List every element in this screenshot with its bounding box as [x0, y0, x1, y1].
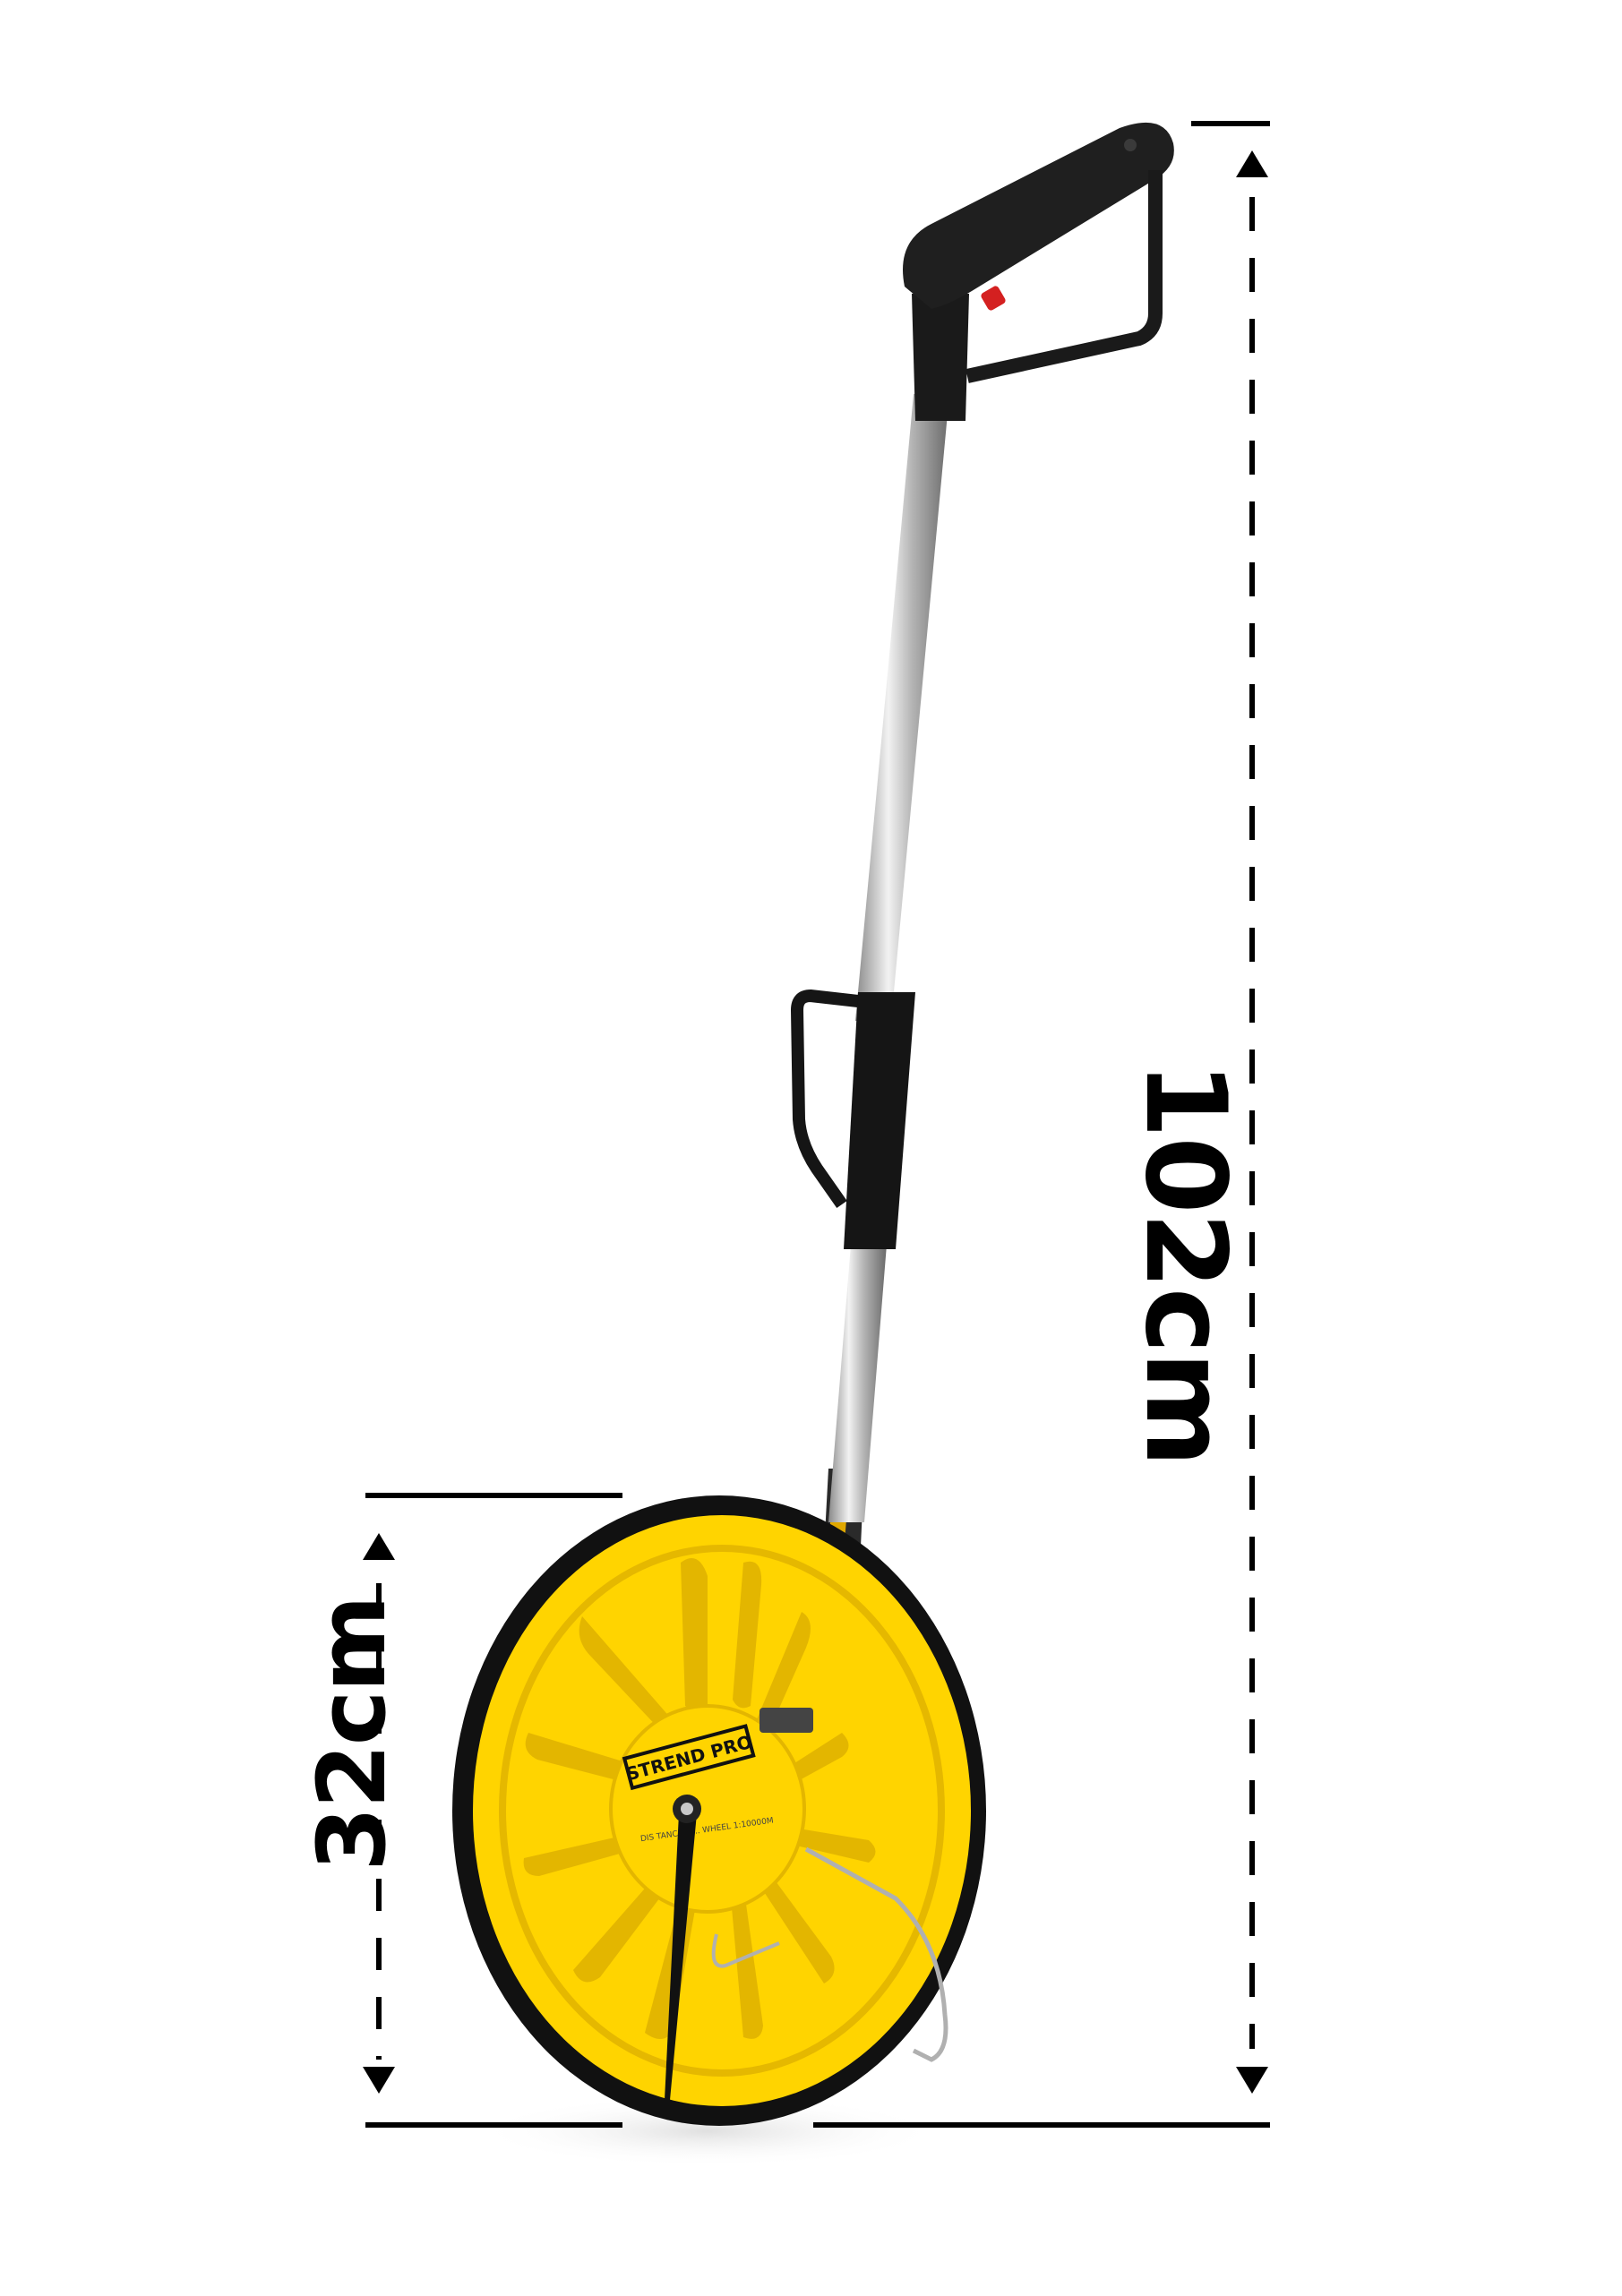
wheel-pointer: [665, 1813, 697, 2100]
side-bracket: [791, 990, 859, 1209]
diameter-dimension-label: 32cm: [297, 1597, 407, 1872]
wheel-axle-cap: [681, 1803, 693, 1815]
measuring-wheel: STREND PRO DIS TANCE M... WHEEL 1:10000M: [452, 1495, 986, 2126]
middle-grip: [844, 992, 915, 1249]
handle-screw: [1124, 139, 1137, 151]
kickstand-wire-2: [711, 1933, 780, 1968]
handle-bracket: [965, 170, 1163, 383]
handle-neck: [912, 294, 969, 421]
height-dimension: [813, 121, 1270, 2128]
diameter-arrow-up-icon: [363, 1533, 395, 1560]
height-dimension-label: 102cm: [1120, 1061, 1249, 1466]
height-arrow-down-icon: [1236, 2067, 1268, 2094]
diameter-dimension: [363, 1493, 622, 2128]
counter-box: [760, 1708, 813, 1733]
kickstand-wire: [804, 1846, 948, 2062]
red-trigger-icon: [981, 286, 1006, 311]
wheel-inner-rim: [499, 1545, 945, 2077]
height-arrow-up-icon: [1236, 150, 1268, 177]
diameter-arrow-down-icon: [363, 2067, 395, 2094]
handle-grip: [903, 122, 1174, 309]
top-handle: [903, 122, 1174, 421]
lower-tube: [828, 1245, 887, 1522]
upper-tube: [855, 394, 949, 1021]
floor-shadow: [475, 2095, 940, 2167]
